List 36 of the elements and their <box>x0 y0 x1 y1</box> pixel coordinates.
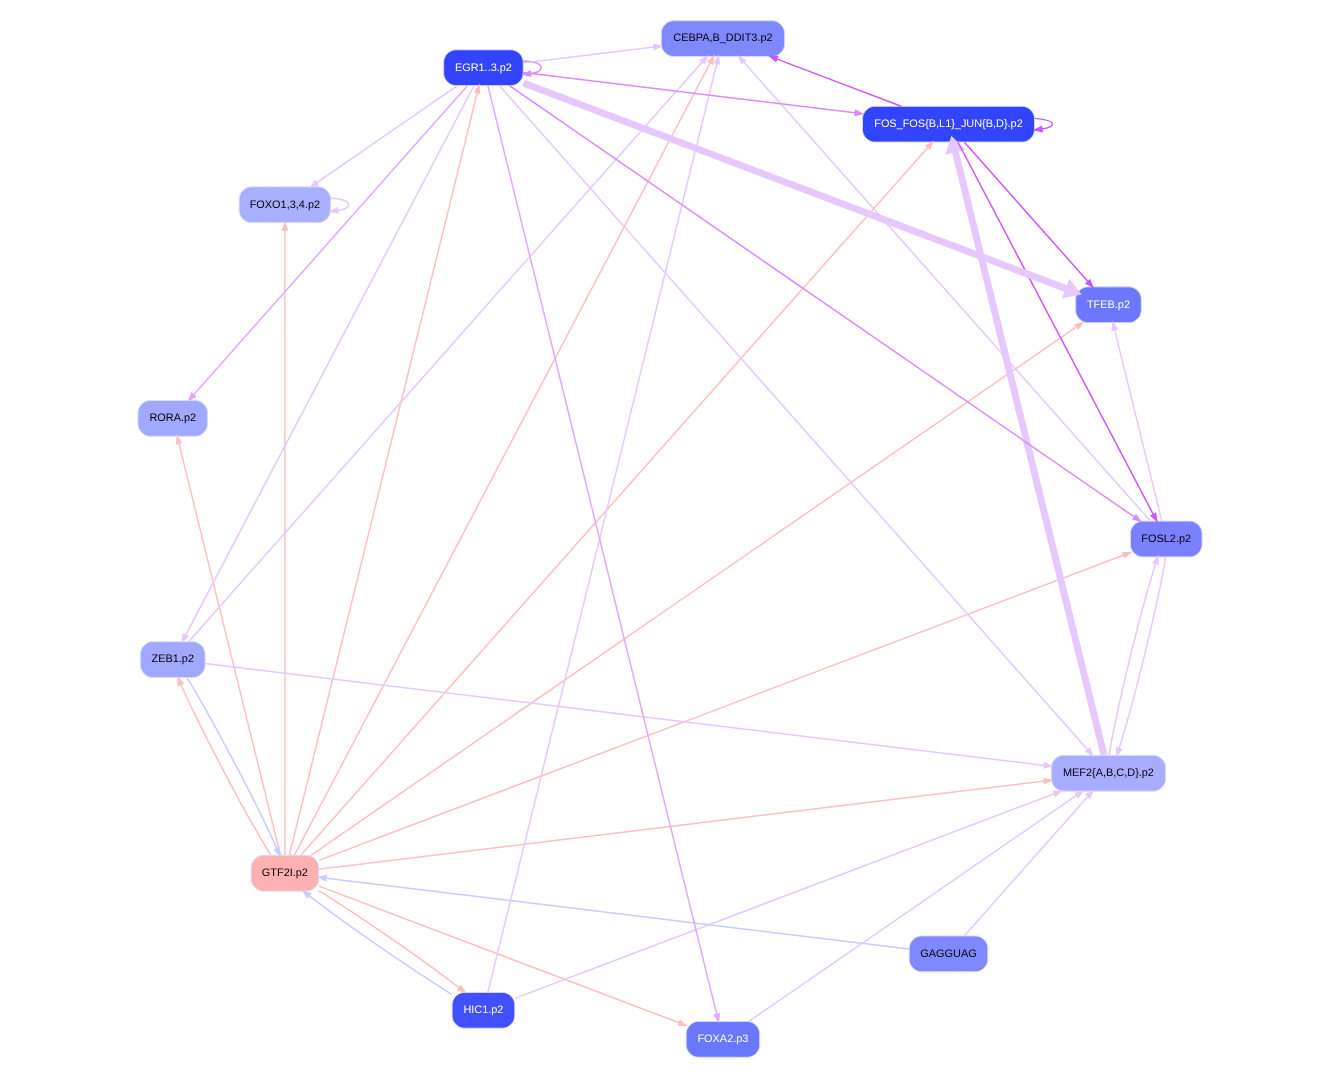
arrow <box>203 662 1053 769</box>
arrow <box>736 55 1150 522</box>
arrow <box>521 79 1081 299</box>
arrow <box>521 43 663 64</box>
arrow <box>327 197 349 214</box>
arrow <box>507 84 1142 523</box>
arrow <box>315 874 909 950</box>
arrow <box>956 141 1157 523</box>
arrow <box>317 885 687 1027</box>
arrow <box>962 789 1094 937</box>
arrow <box>308 84 458 189</box>
arrow <box>1031 117 1053 133</box>
arrow <box>317 889 466 994</box>
arrow <box>767 55 901 107</box>
arrow <box>521 71 864 117</box>
arrow <box>316 777 1053 870</box>
arrow <box>309 321 1084 857</box>
arrow <box>300 889 452 996</box>
arrow <box>292 54 714 856</box>
arrow <box>520 60 541 78</box>
arrow <box>497 85 1093 757</box>
arrow <box>186 54 708 643</box>
arrow <box>317 551 1132 862</box>
arrow <box>1107 554 1158 756</box>
arrow <box>1110 320 1162 522</box>
arrow <box>944 135 1107 757</box>
arrow <box>747 789 1084 1023</box>
arrow <box>1114 556 1166 758</box>
arrow <box>280 220 288 856</box>
arrow <box>174 434 281 856</box>
arrow <box>299 140 934 856</box>
arrow <box>186 85 467 402</box>
arrow <box>513 790 1063 1000</box>
arrow <box>287 83 480 857</box>
arrow <box>962 141 1094 289</box>
arrow <box>180 85 474 644</box>
